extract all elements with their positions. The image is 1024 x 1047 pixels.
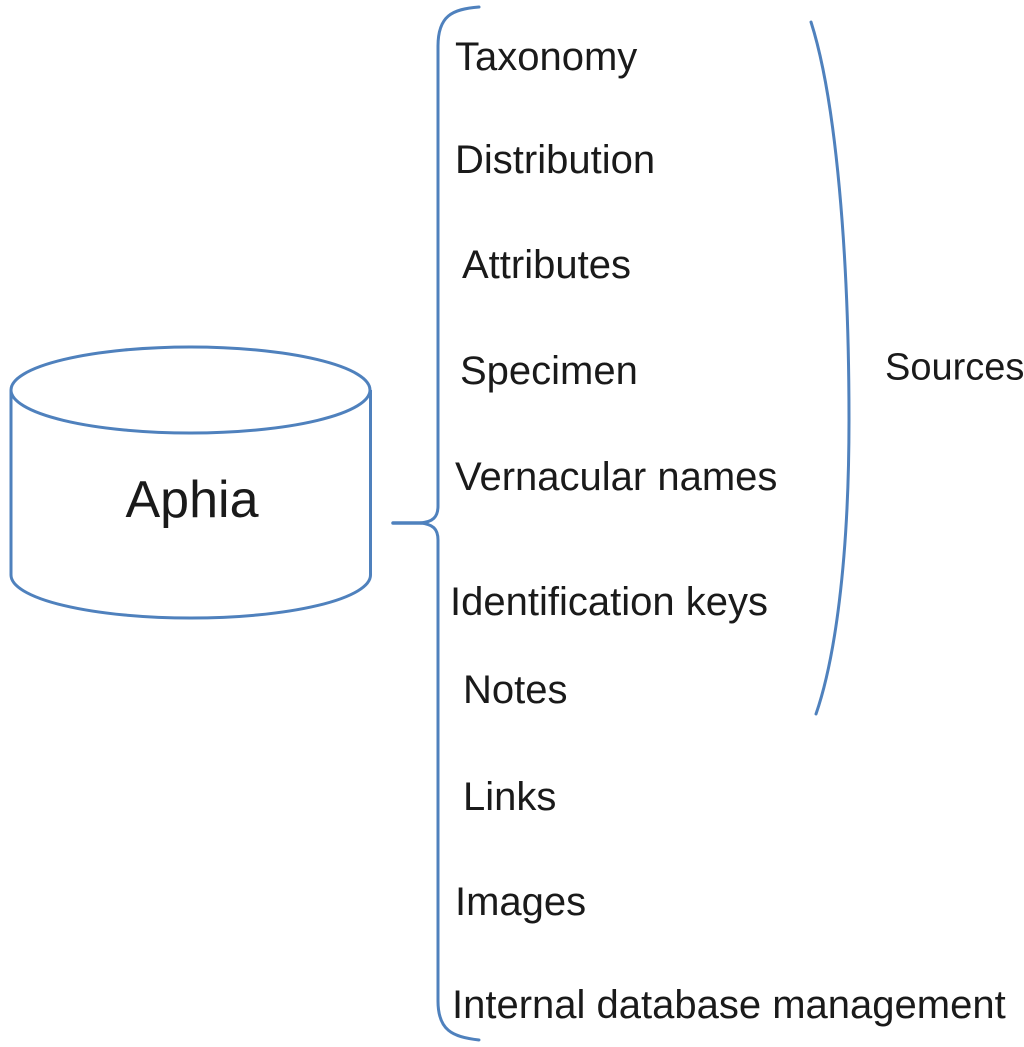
item-taxonomy: Taxonomy (455, 35, 638, 79)
item-internal-database-management: Internal database management (452, 983, 1006, 1027)
items-brace (419, 5, 481, 1042)
item-identification-keys: Identification keys (450, 580, 768, 624)
item-links: Links (463, 775, 557, 819)
item-images: Images (455, 880, 587, 924)
database-cylinder-body (9, 390, 372, 620)
item-notes: Notes (463, 668, 568, 712)
sources-brace (809, 20, 851, 716)
item-specimen: Specimen (460, 349, 638, 393)
database-cylinder-top (9, 345, 372, 435)
item-vernacular-names: Vernacular names (455, 455, 778, 499)
item-distribution: Distribution (455, 138, 656, 182)
database-label: Aphia (125, 471, 259, 529)
sources-group-label: Sources (885, 346, 1024, 389)
item-attributes: Attributes (462, 243, 631, 287)
